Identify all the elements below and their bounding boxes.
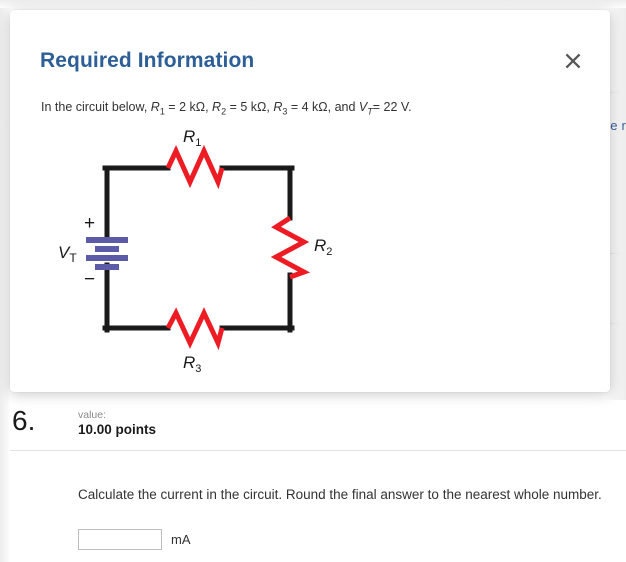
modal-title: Required Information xyxy=(40,49,255,72)
background-clipped-text: e r xyxy=(610,118,626,133)
label-resistor-r2: R2 xyxy=(314,236,332,258)
close-icon[interactable] xyxy=(560,48,586,74)
resistor-r2-symbol xyxy=(270,215,311,280)
question-divider xyxy=(10,450,626,451)
answer-input[interactable] xyxy=(78,529,162,550)
label-resistor-r3: R3 xyxy=(183,353,201,375)
question-value-label: value: xyxy=(78,409,107,421)
question-points: 10.00 points xyxy=(78,422,157,437)
label-source-vt: VT xyxy=(58,243,77,265)
required-information-modal: Required Information In the circuit belo… xyxy=(10,10,610,392)
modal-body-text: In the circuit below, R1 = 2 kΩ, R2 = 5 … xyxy=(41,100,412,117)
question-number: 6. xyxy=(12,405,36,436)
label-polarity-plus: + xyxy=(84,213,95,234)
page-left-shading xyxy=(0,0,10,562)
label-resistor-r1: R1 xyxy=(183,127,201,149)
resistor-r1-symbol xyxy=(165,144,225,190)
resistor-r3-symbol xyxy=(165,307,225,351)
page-top-shading xyxy=(0,0,626,8)
label-polarity-minus: − xyxy=(84,269,95,290)
answer-unit-label: mA xyxy=(171,532,191,547)
answer-row: mA xyxy=(78,529,191,550)
question-prompt: Calculate the current in the circuit. Ro… xyxy=(78,487,602,502)
circuit-diagram: VT + − R1 R2 R3 xyxy=(50,125,350,375)
